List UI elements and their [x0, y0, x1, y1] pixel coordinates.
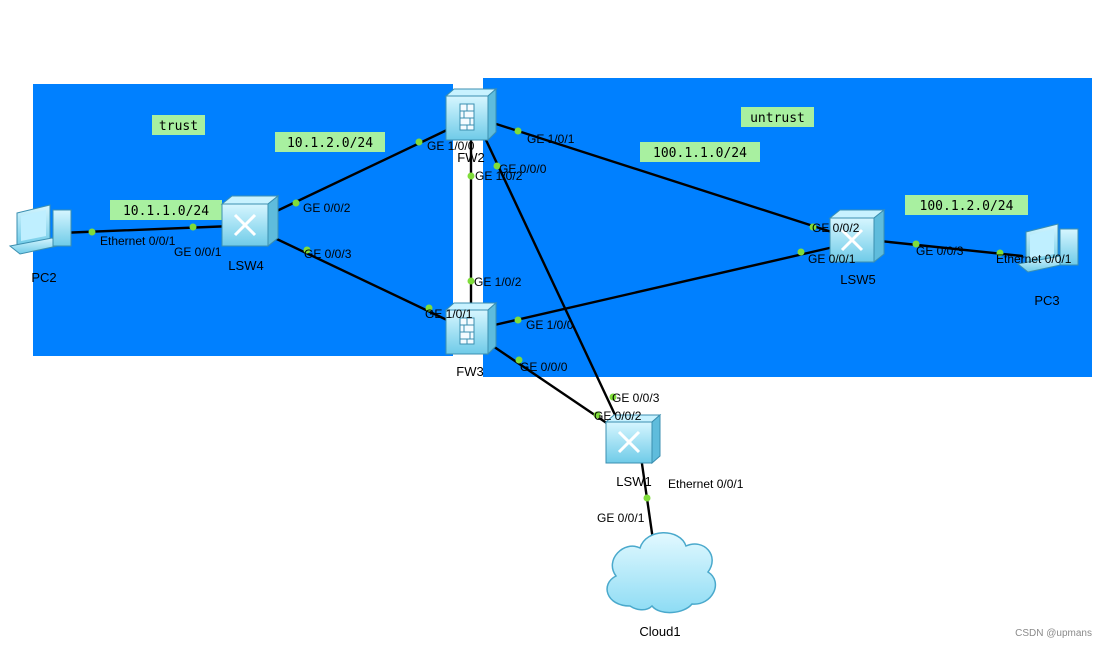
- subnet-label-10-1-2: 10.1.2.0/24: [275, 132, 385, 152]
- port-label-fw2-g102: GE 1/0/2: [475, 169, 523, 183]
- subnet-label-100-1-2: 100.1.2.0/24: [905, 195, 1028, 215]
- watermark: CSDN @upmans: [1015, 628, 1092, 639]
- switch-icon: [220, 194, 280, 248]
- port-label-fw3-g100: GE 1/0/0: [526, 318, 574, 332]
- port-dot: [515, 356, 523, 364]
- port-dot: [809, 223, 817, 231]
- fw2-device[interactable]: FW2: [444, 87, 498, 165]
- untrust-zone-label: untrust: [741, 107, 814, 127]
- port-label-pc2-eth: Ethernet 0/0/1: [100, 234, 176, 248]
- port-labels: Ethernet 0/0/1 GE 0/0/1 GE 0/0/2 GE 0/0/…: [100, 132, 1072, 525]
- port-dot: [912, 240, 920, 248]
- links: [58, 120, 1024, 542]
- port-dot: [643, 494, 651, 502]
- link-fw2-lsw1: [484, 138, 618, 419]
- subnet-label-100-1-1: 100.1.1.0/24: [640, 142, 760, 162]
- port-dot: [467, 172, 475, 180]
- pc-icon: [1016, 223, 1079, 273]
- port-dot: [593, 411, 601, 419]
- trust-zone-label: trust: [152, 115, 205, 135]
- port-label-lsw1-g3: GE 0/0/3: [612, 391, 660, 405]
- svg-text:100.1.2.0/24: 100.1.2.0/24: [920, 199, 1014, 214]
- lsw4-label: LSW4: [228, 258, 263, 273]
- port-label-fw2-g101: GE 1/0/1: [527, 132, 575, 146]
- lsw1-label: LSW1: [616, 474, 651, 489]
- port-label-fw3-g102: GE 1/0/2: [474, 275, 522, 289]
- svg-text:10.1.2.0/24: 10.1.2.0/24: [287, 136, 373, 151]
- port-label-lsw4-g1: GE 0/0/1: [174, 245, 222, 259]
- pc2-label: PC2: [31, 270, 56, 285]
- subnet-label-10-1-1: 10.1.1.0/24: [110, 200, 222, 220]
- firewall-icon: [444, 301, 498, 356]
- svg-text:trust: trust: [159, 119, 198, 134]
- port-dot: [467, 277, 475, 285]
- lsw1-device[interactable]: LSW1: [604, 413, 662, 489]
- port-dot: [514, 127, 522, 135]
- port-dots: [88, 127, 1004, 502]
- port-label-pc3-eth: Ethernet 0/0/1: [996, 252, 1072, 266]
- port-label-lsw4-g3: GE 0/0/3: [304, 247, 352, 261]
- port-label-lsw5-g3: GE 0/0/3: [916, 244, 964, 258]
- lsw5-device[interactable]: LSW5: [828, 208, 886, 287]
- port-label-fw3-g000: GE 0/0/0: [520, 360, 568, 374]
- lsw4-device[interactable]: LSW4: [220, 194, 280, 273]
- cloud1-label: Cloud1: [639, 624, 680, 639]
- cloud-icon: [606, 532, 717, 614]
- fw2-label: FW2: [457, 150, 484, 165]
- port-label-cloud-g1: GE 0/0/1: [597, 511, 645, 525]
- port-dot: [514, 316, 522, 324]
- switch-icon: [604, 413, 662, 465]
- pc3-label: PC3: [1034, 293, 1059, 308]
- fw3-label: FW3: [456, 364, 483, 379]
- link-fw2-lsw5: [488, 120, 840, 236]
- firewall-icon: [444, 87, 498, 142]
- pc-icon: [8, 204, 72, 255]
- svg-text:10.1.1.0/24: 10.1.1.0/24: [123, 204, 209, 219]
- port-dot: [303, 246, 311, 254]
- svg-text:untrust: untrust: [750, 111, 805, 126]
- port-dot: [797, 248, 805, 256]
- pc3-device[interactable]: PC3: [1016, 223, 1079, 308]
- port-dot: [88, 228, 96, 236]
- port-dot: [609, 393, 617, 401]
- port-label-fw3-g101: GE 1/0/1: [425, 307, 473, 321]
- port-dot: [425, 304, 433, 312]
- link-fw3-lsw1: [482, 338, 616, 430]
- port-label-lsw1-eth: Ethernet 0/0/1: [668, 477, 744, 491]
- switch-icon: [828, 208, 886, 264]
- fw3-device[interactable]: FW3: [444, 301, 498, 379]
- port-label-fw2-g000: GE 0/0/0: [499, 162, 547, 176]
- svg-text:100.1.1.0/24: 100.1.1.0/24: [653, 146, 747, 161]
- link-fw3-lsw5: [488, 244, 840, 328]
- port-dot: [996, 249, 1004, 257]
- port-dot: [493, 162, 501, 170]
- cloud1-device[interactable]: Cloud1: [606, 532, 717, 639]
- pc2-device[interactable]: PC2: [8, 204, 72, 285]
- port-label-lsw5-g1: GE 0/0/1: [808, 252, 856, 266]
- port-dot: [415, 138, 423, 146]
- port-label-lsw1-g2: GE 0/0/2: [594, 409, 642, 423]
- untrust-zone: [483, 78, 1092, 377]
- lsw5-label: LSW5: [840, 272, 875, 287]
- port-label-lsw5-g2: GE 0/0/2: [812, 221, 860, 235]
- port-label-fw2-g100: GE 1/0/0: [427, 139, 475, 153]
- link-lsw4-fw3: [260, 230, 449, 322]
- port-dot: [292, 199, 300, 207]
- port-label-lsw4-g2: GE 0/0/2: [303, 201, 351, 215]
- port-dot: [189, 223, 197, 231]
